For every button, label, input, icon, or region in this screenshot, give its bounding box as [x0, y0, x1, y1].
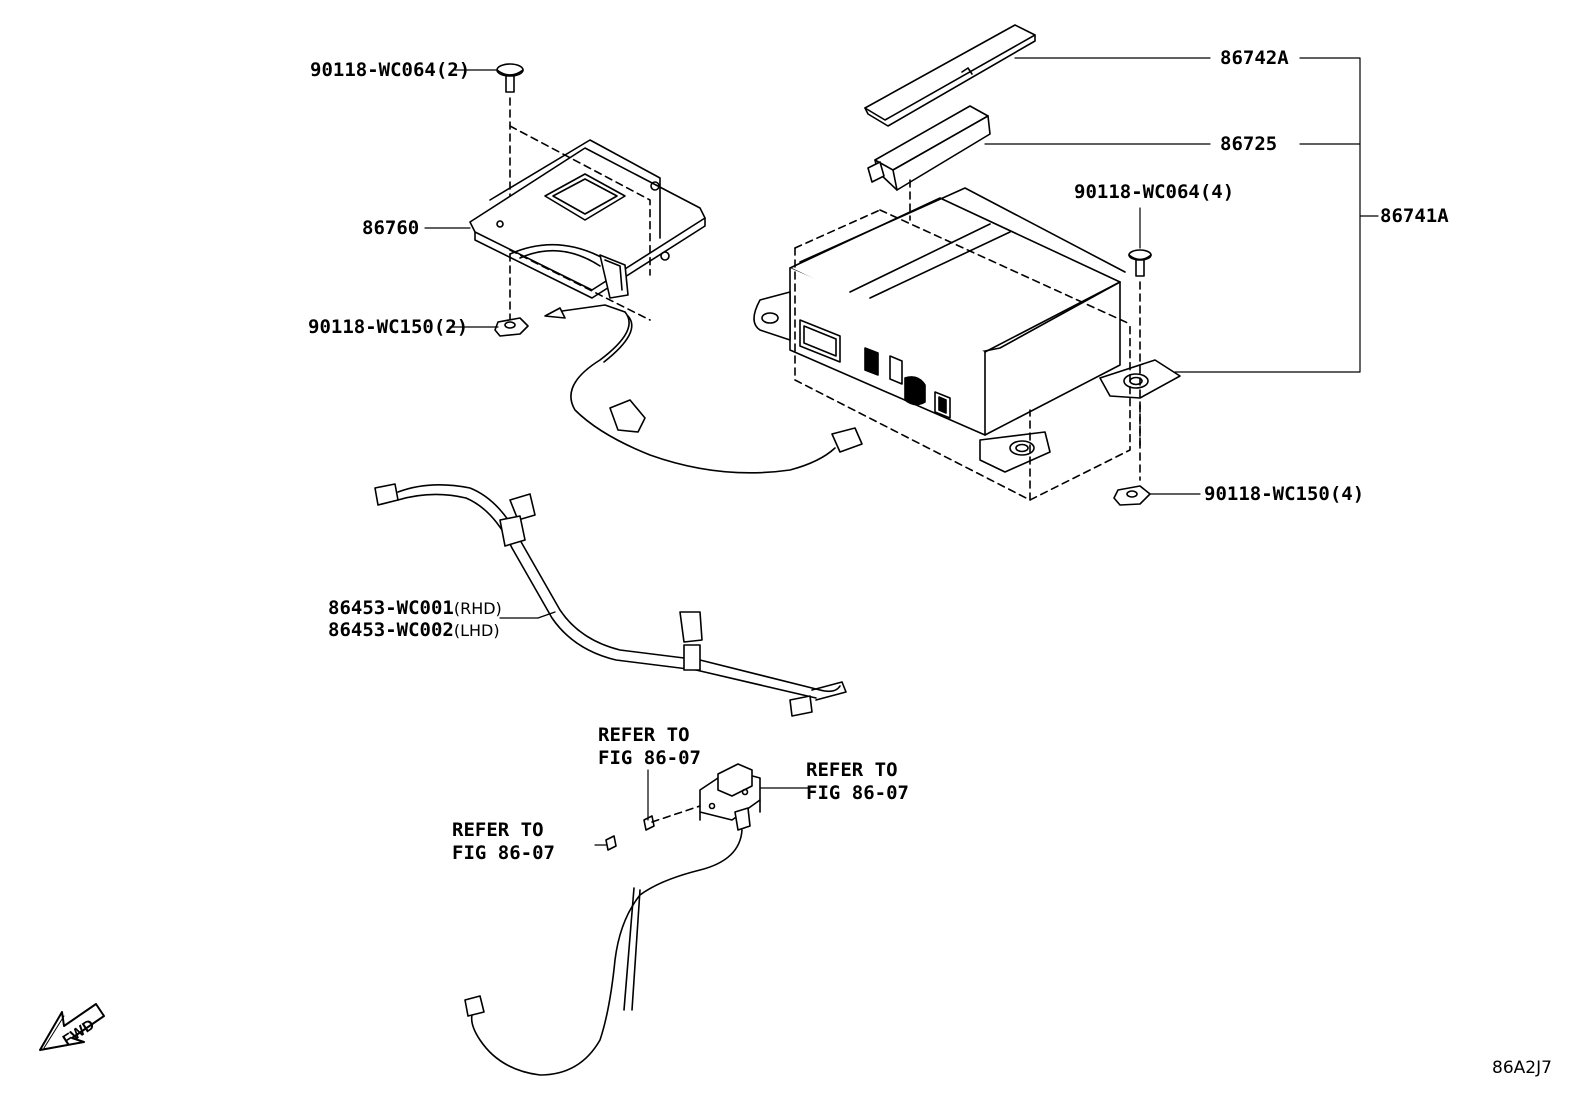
bracket-86760 — [469, 139, 706, 299]
label-refer-b-line2: FIG 86-07 — [806, 782, 909, 804]
cover-channel-86725 — [867, 105, 991, 191]
label-harness-rhd-suffix: (RHD) — [453, 599, 502, 618]
label-assembly: 86741A — [1380, 205, 1449, 227]
label-cover-channel: 86725 — [1220, 133, 1278, 155]
label-nut-right: 90118-WC150(4) — [1204, 483, 1365, 505]
leader-lines — [424, 57, 1379, 846]
diagram-code: 86A2J7 — [1492, 1058, 1552, 1078]
label-refer-c-line2: FIG 86-07 — [452, 842, 555, 864]
label-refer-a-line1: REFER TO — [598, 724, 690, 746]
label-refer-c-line1: REFER TO — [452, 819, 544, 841]
lower-sensor — [464, 763, 761, 1076]
label-bracket: 86760 — [362, 217, 420, 239]
harness-upper — [544, 304, 863, 474]
label-refer-a-line2: FIG 86-07 — [598, 747, 701, 769]
cover-strip-86742A — [864, 24, 1036, 127]
module-86741A — [753, 187, 1181, 473]
label-harness-rhd-number: 86453-WC001 — [328, 597, 454, 619]
screw-right — [1128, 249, 1152, 277]
fwd-arrow-icon — [39, 1003, 105, 1051]
module-dashed-envelope — [794, 179, 1141, 501]
harness-86453 — [374, 483, 847, 717]
label-harness-lhd-number: 86453-WC002 — [328, 619, 454, 641]
label-refer-b-line1: REFER TO — [806, 759, 898, 781]
label-nut-left: 90118-WC150(2) — [308, 316, 469, 338]
label-screw-right: 90118-WC064(4) — [1074, 181, 1235, 203]
label-harness-lhd: 86453-WC002(LHD) — [328, 620, 500, 641]
nut-left — [494, 317, 529, 337]
label-harness-rhd: 86453-WC001(RHD) — [328, 598, 502, 619]
label-harness-lhd-suffix: (LHD) — [453, 621, 500, 640]
label-screw-top-left: 90118-WC064(2) — [310, 59, 471, 81]
label-cover-strip: 86742A — [1220, 47, 1289, 69]
screw-top-left — [496, 63, 524, 93]
nut-right — [1113, 485, 1151, 506]
